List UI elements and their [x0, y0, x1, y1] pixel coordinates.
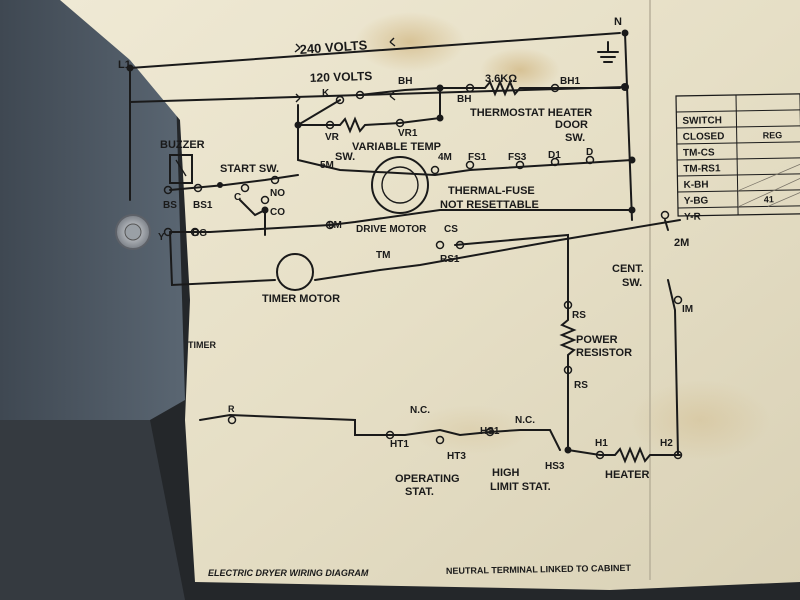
- label-fs1: FS1: [468, 152, 487, 163]
- paper-label: [60, 0, 800, 590]
- label-bh1: BH1: [560, 76, 580, 87]
- label-cent: CENT.: [612, 263, 644, 275]
- label-thermal-fuse: THERMAL-FUSE: [448, 185, 535, 197]
- water-stain: [410, 405, 530, 455]
- label-bs: BS: [163, 200, 177, 211]
- label-resistance: 3.6KΩ: [485, 73, 517, 85]
- label-4m: 4M: [438, 152, 452, 163]
- switch-table: SWITCH CLOSED TM-CS TM-RS1 K-BH Y-BG Y-R…: [675, 93, 800, 223]
- label-n: N: [614, 16, 622, 28]
- label-h2: H2: [660, 438, 673, 449]
- table-ybg-value: 41: [764, 194, 774, 204]
- label-l1: L1: [118, 59, 131, 71]
- label-vr1: VR1: [398, 128, 418, 139]
- label-cs: CS: [444, 224, 458, 235]
- label-operating: OPERATING: [395, 473, 460, 485]
- label-thermostat-heater: THERMOSTAT HEATER: [470, 107, 592, 119]
- label-hs3: HS3: [545, 461, 565, 472]
- label-timer-motor: TIMER MOTOR: [262, 293, 340, 305]
- metal-panel: [0, 0, 185, 420]
- label-2m: 2M: [674, 237, 689, 249]
- label-k: K: [322, 88, 330, 99]
- label-co: CO: [270, 207, 285, 218]
- table-row-switch: SWITCH: [682, 115, 722, 127]
- label-hs1: HS1: [480, 426, 500, 437]
- label-h1: H1: [595, 438, 608, 449]
- label-high: HIGH: [492, 467, 520, 479]
- label-5m: 5M: [320, 160, 334, 171]
- label-bg: BG: [192, 228, 207, 239]
- water-stain: [355, 12, 465, 72]
- label-ht1: HT1: [390, 439, 409, 450]
- label-120-volts: 120 VOLTS: [310, 69, 373, 85]
- label-cent-sw: SW.: [622, 277, 642, 289]
- label-operating-stat: STAT.: [405, 486, 434, 498]
- table-row-y-r: Y-R: [684, 212, 702, 223]
- label-nc-2: N.C.: [515, 415, 535, 426]
- label-bs1: BS1: [193, 200, 213, 211]
- label-power: POWER: [576, 334, 618, 346]
- label-timer: TIMER: [188, 340, 216, 350]
- mounting-screw-icon: [115, 214, 151, 250]
- ground-symbol-icon: [597, 41, 619, 63]
- table-row-k-bh: K-BH: [683, 179, 708, 190]
- table-row-closed: CLOSED: [683, 131, 725, 143]
- table-row-y-bg: Y-BG: [684, 195, 709, 206]
- label-rs-bottom: RS: [574, 380, 588, 391]
- label-variable-temp: VARIABLE TEMP: [352, 141, 441, 153]
- label-heater: HEATER: [605, 469, 649, 481]
- label-door: DOOR: [555, 119, 588, 131]
- water-stain: [630, 380, 770, 460]
- lower-metal-panel: [0, 420, 185, 600]
- label-r: R: [228, 404, 235, 414]
- label-tm: TM: [376, 250, 390, 261]
- label-im: IM: [682, 304, 693, 315]
- label-c: C: [234, 192, 241, 203]
- label-vr: VR: [325, 132, 340, 143]
- label-nc-1: N.C.: [410, 405, 430, 416]
- label-buzzer: BUZZER: [160, 139, 205, 151]
- label-d: D: [586, 147, 593, 158]
- label-ht3: HT3: [447, 451, 466, 462]
- label-6m: 6M: [328, 220, 342, 231]
- label-footer-note: NEUTRAL TERMINAL LINKED TO CABINET: [446, 563, 632, 576]
- label-no: NO: [270, 188, 285, 199]
- label-resistor: RESISTOR: [576, 347, 632, 359]
- label-variable-temp-sw: SW.: [335, 151, 355, 163]
- wiring-lines: [126, 29, 683, 464]
- label-bh: BH: [398, 76, 412, 87]
- label-rs-top: RS: [572, 310, 586, 321]
- diagram-labels: 240 VOLTS 120 VOLTS L1 N BUZZER BS BS1 S…: [118, 16, 693, 578]
- label-start-sw: START SW.: [220, 163, 279, 175]
- label-240-volts: 240 VOLTS: [299, 37, 368, 57]
- label-drive-motor: DRIVE MOTOR: [356, 224, 427, 235]
- label-door-sw: SW.: [565, 132, 585, 144]
- label-footer-title: ELECTRIC DRYER WIRING DIAGRAM: [208, 568, 369, 578]
- table-row-tm-rs1: TM-RS1: [683, 163, 721, 175]
- label-rs1: RS1: [440, 254, 460, 265]
- label-y: Y: [158, 232, 165, 243]
- label-fs3: FS3: [508, 152, 527, 163]
- label-not-resettable: NOT RESETTABLE: [440, 199, 539, 211]
- label-limit-stat: LIMIT STAT.: [490, 481, 551, 493]
- label-bh-right: BH: [457, 94, 471, 105]
- table-closed-note: REG: [763, 130, 783, 140]
- table-row-tm-cs: TM-CS: [683, 147, 715, 159]
- label-d1: D1: [548, 150, 561, 161]
